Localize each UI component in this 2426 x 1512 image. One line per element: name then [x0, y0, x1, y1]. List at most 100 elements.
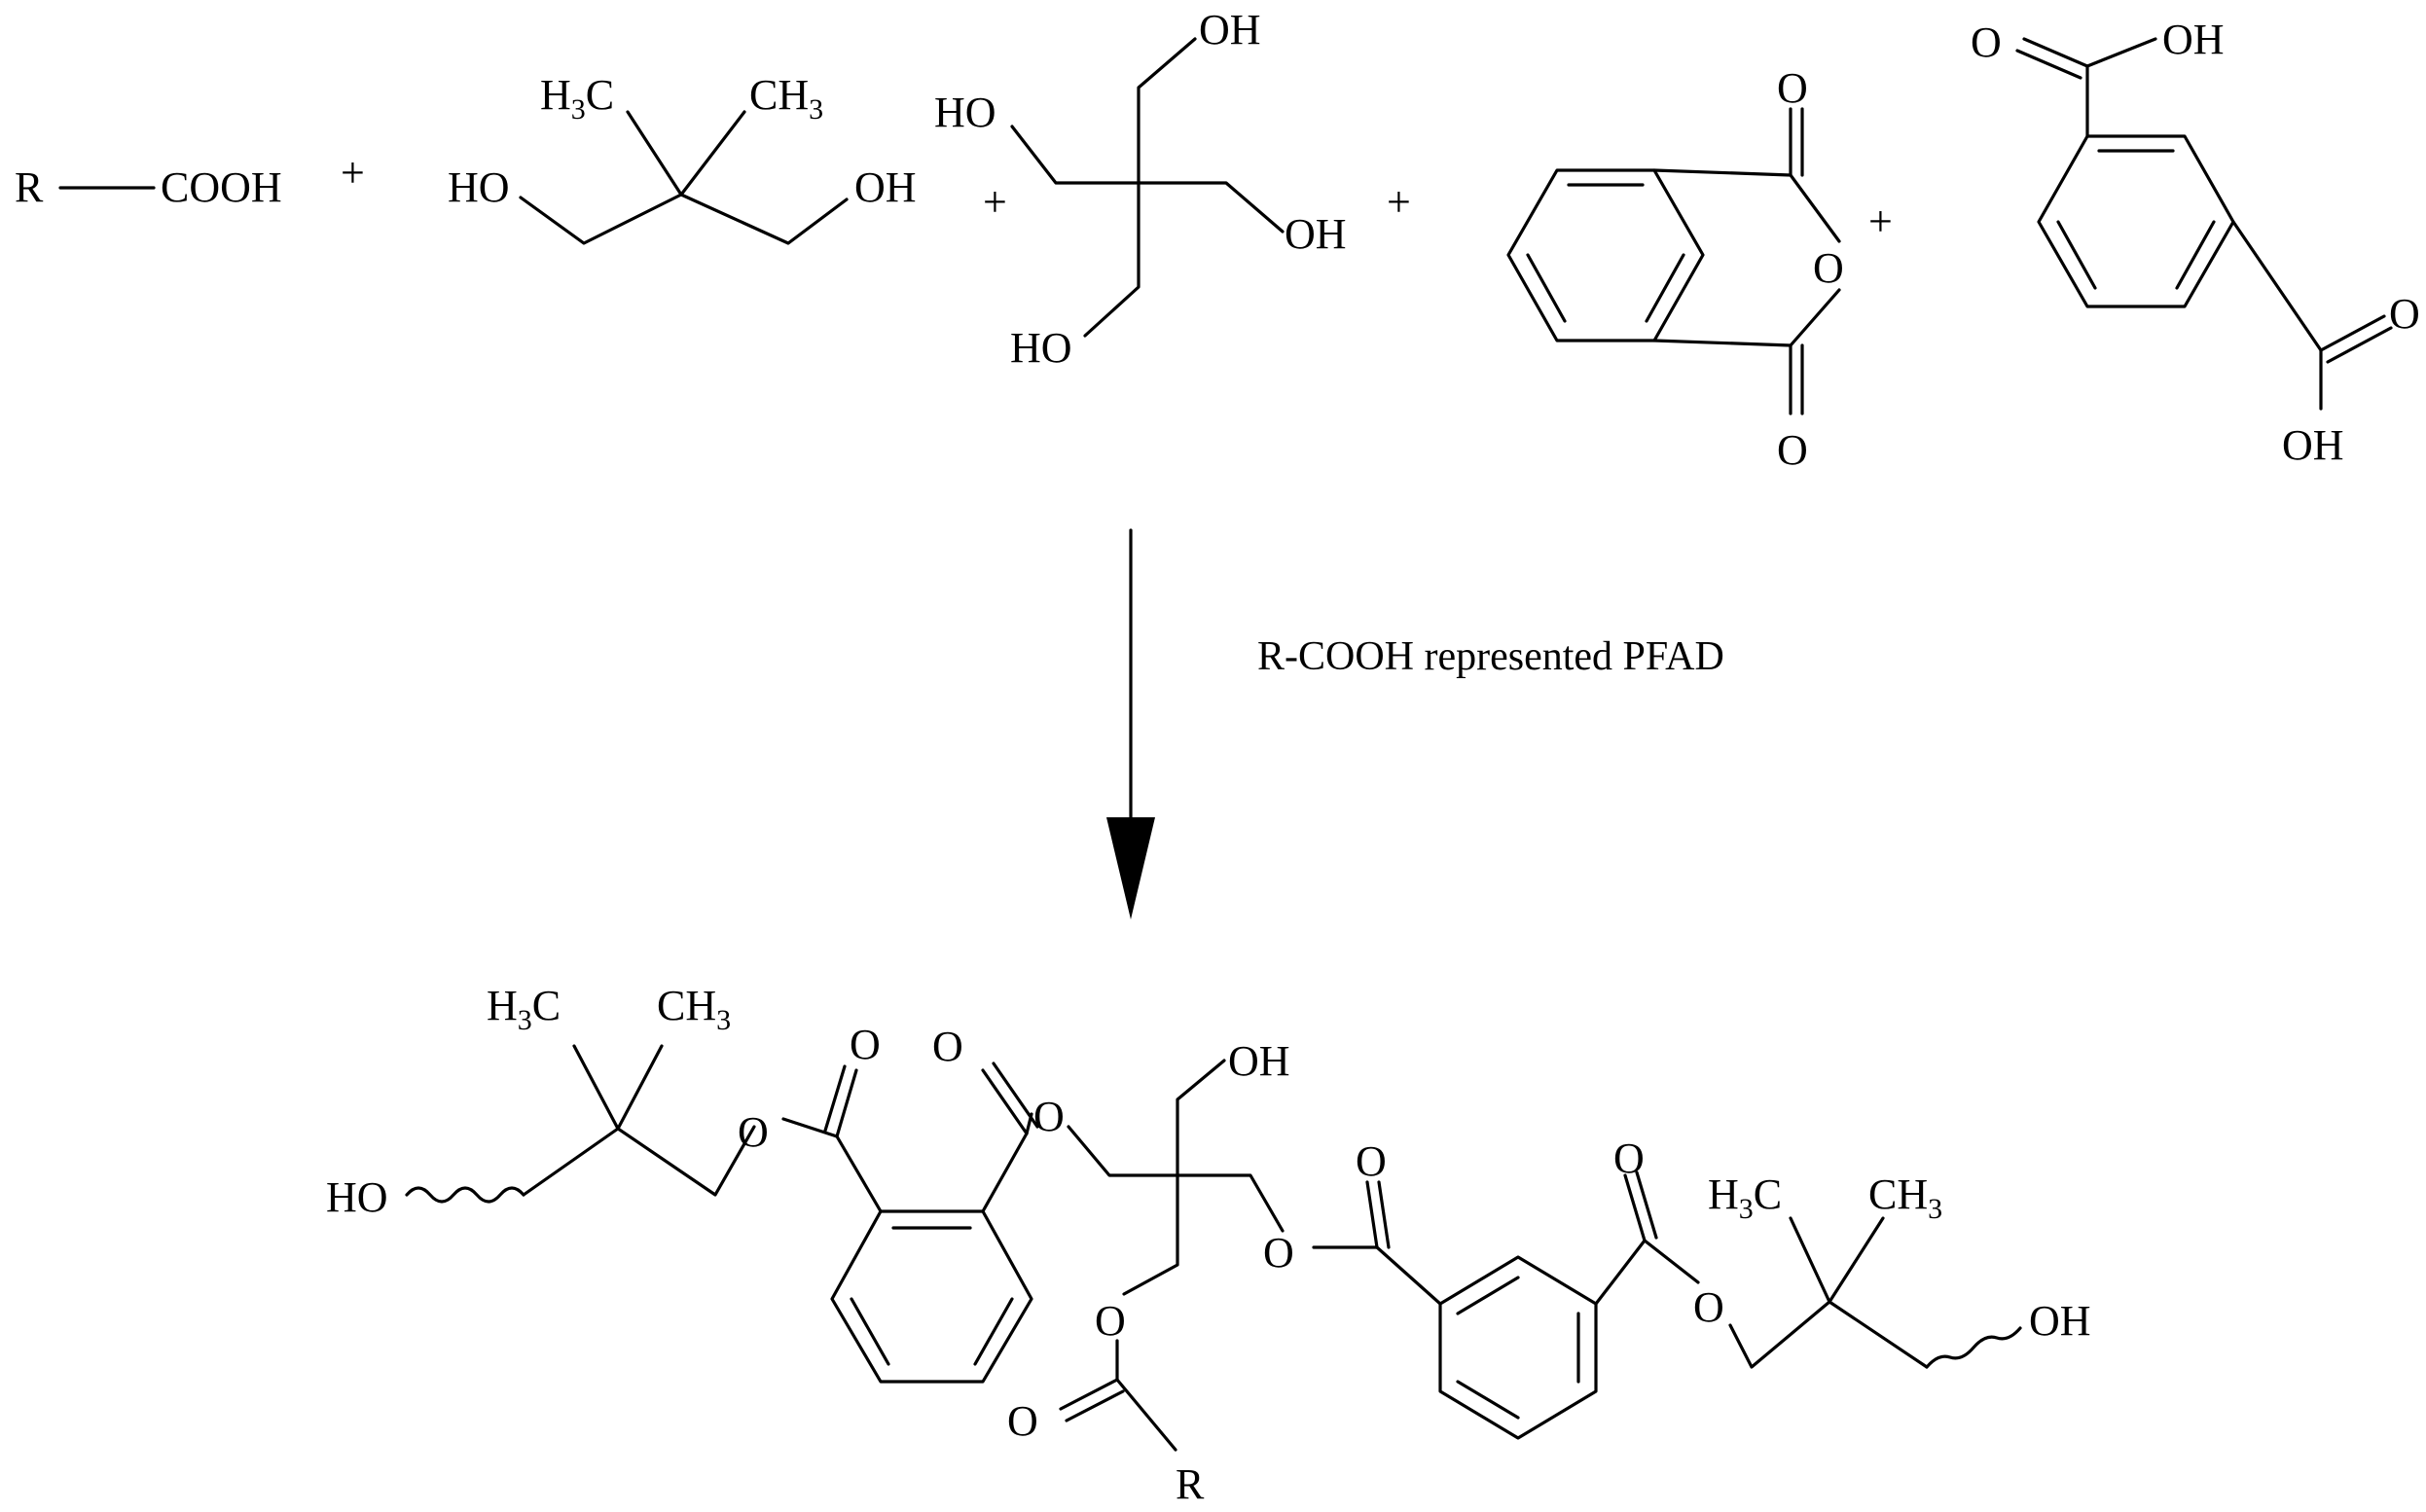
product-o-carbonyl-3: O	[1356, 1137, 1387, 1185]
pa-benzene-ring	[1506, 168, 1705, 342]
product-phthalate-ring	[830, 1209, 1033, 1384]
pa-anhydride-bottom	[1652, 288, 1841, 347]
product-h3c-left: H3C	[487, 982, 561, 1036]
plus-sign-4: +	[1868, 198, 1893, 245]
product-co-4b	[1635, 1170, 1658, 1240]
pa-double-2	[1526, 253, 1567, 323]
ipa-coh-top	[2085, 37, 2157, 68]
penta-ho-bottom: HO	[1010, 324, 1072, 372]
product-ring-to-co-4	[1594, 1239, 1647, 1306]
product-co-3b	[1377, 1180, 1391, 1249]
product-right-methyl-2	[1828, 1216, 1885, 1304]
npg-ch3: CH3	[749, 71, 823, 126]
product-o-ester-5: O	[1095, 1297, 1126, 1345]
npg-ho: HO	[448, 163, 510, 211]
product-fa-co-1	[1059, 1378, 1119, 1411]
pa-o-top: O	[1777, 64, 1808, 112]
product-isophthalate-double-1	[1456, 1276, 1520, 1315]
product-co-2a	[981, 1068, 1029, 1135]
pa-anhydride-top	[1652, 168, 1841, 243]
penta-arm-left	[1010, 125, 1141, 185]
product-ch3-right: CH3	[1868, 1170, 1942, 1225]
npg-methyl-left	[626, 110, 683, 197]
product-co-4a	[1623, 1173, 1647, 1242]
product-o-carbonyl-1: O	[850, 1021, 881, 1068]
ipa-cooh-right-stem	[2231, 220, 2323, 352]
ipa-co-right-1	[2319, 314, 2386, 352]
product-o-carbonyl-5: O	[1007, 1397, 1038, 1445]
product-oh-right: OH	[2029, 1297, 2091, 1345]
product-o-ester-2: O	[1033, 1093, 1065, 1140]
product-ester-2-chain	[1067, 1125, 1179, 1177]
npg-methyl-right	[679, 110, 746, 197]
product-phthalate-double-2	[850, 1297, 890, 1366]
penta-arm-top	[1137, 37, 1197, 185]
pentaerythritol: HO OH OH HO	[934, 6, 1347, 372]
fatty-acid: R COOH	[15, 163, 282, 211]
product-co-2-stub	[1025, 1112, 1033, 1135]
product-fa-r-bond	[1115, 1378, 1177, 1452]
plus-sign-1: +	[341, 149, 365, 197]
fatty-acid-cooh: COOH	[161, 163, 282, 211]
product-r: R	[1176, 1460, 1205, 1508]
product-center-arm-top	[1176, 1059, 1226, 1177]
ipa-o-right: O	[2389, 290, 2420, 338]
product-right-chain	[1728, 1300, 1929, 1369]
phthalic-anhydride: O O O	[1506, 64, 1844, 474]
arrow-head	[1106, 817, 1155, 919]
pa-o-bottom: O	[1777, 426, 1808, 474]
ipa-o-top: O	[1971, 18, 2002, 66]
penta-oh-right: OH	[1285, 210, 1347, 258]
product-ho-left: HO	[326, 1173, 388, 1221]
product-left-methyl-1	[572, 1044, 620, 1131]
pa-o-ring: O	[1813, 244, 1844, 292]
product-isophthalate-double-3	[1456, 1380, 1520, 1420]
product-ester-1-bond	[781, 1117, 839, 1138]
penta-arm-right	[1137, 181, 1285, 234]
product-ring-to-co-1	[835, 1134, 883, 1213]
product-center-arm-bottom	[1122, 1173, 1179, 1296]
reaction-condition-caption: R-COOH represented PFAD	[1257, 634, 1724, 679]
ipa-double-2	[2056, 220, 2097, 290]
product-h3c-right: H3C	[1708, 1170, 1782, 1225]
ipa-co-top-2	[2015, 49, 2082, 80]
npg-h3c: H3C	[540, 71, 614, 126]
product-o-carbonyl-2: O	[932, 1023, 963, 1070]
ipa-oh-top: OH	[2162, 16, 2225, 63]
plus-sign-2: +	[983, 178, 1007, 226]
ipa-benzene-ring	[2037, 134, 2235, 308]
product-ring-to-co-2	[981, 1132, 1029, 1213]
npg-backbone	[519, 193, 849, 245]
product-co-1b	[823, 1064, 847, 1133]
neopentyl-glycol: HO OH H3C CH3	[448, 71, 917, 245]
product-isophthalate-ring	[1438, 1255, 1598, 1440]
product-co-3a	[1365, 1180, 1379, 1249]
product-phthalate-double-3	[973, 1297, 1014, 1366]
product-o-ester-4: O	[1693, 1283, 1724, 1331]
product-o-ester-1: O	[738, 1108, 769, 1156]
npg-oh: OH	[854, 163, 917, 211]
ipa-oh-bottom: OH	[2282, 421, 2344, 469]
product-left-methyl-2	[616, 1044, 664, 1131]
product-polyester: HO H3C CH3 O O O O OH O O	[326, 982, 2091, 1508]
product-o-ester-3: O	[1263, 1229, 1294, 1277]
penta-ho-left: HO	[934, 89, 996, 136]
pa-double-3	[1645, 253, 1685, 323]
product-center-arm-right	[1176, 1173, 1285, 1233]
product-oh-top: OH	[1228, 1037, 1290, 1085]
product-o-carbonyl-4: O	[1613, 1134, 1645, 1182]
product-co-4-to-o	[1643, 1239, 1700, 1284]
product-co-1a	[835, 1068, 858, 1138]
product-wavy-right	[1925, 1326, 2022, 1369]
isophthalic-acid: O OH O OH	[1971, 16, 2420, 469]
penta-arm-bottom	[1083, 181, 1141, 338]
ipa-co-right-2	[2326, 326, 2393, 364]
product-right-methyl-1	[1789, 1216, 1831, 1304]
product-co-3-to-ring	[1375, 1245, 1442, 1306]
penta-oh-top: OH	[1199, 6, 1261, 54]
product-fa-co-2	[1065, 1389, 1125, 1422]
product-left-chain	[522, 1125, 756, 1197]
ipa-co-top-1	[2022, 37, 2089, 68]
ipa-double-3	[2175, 220, 2216, 290]
